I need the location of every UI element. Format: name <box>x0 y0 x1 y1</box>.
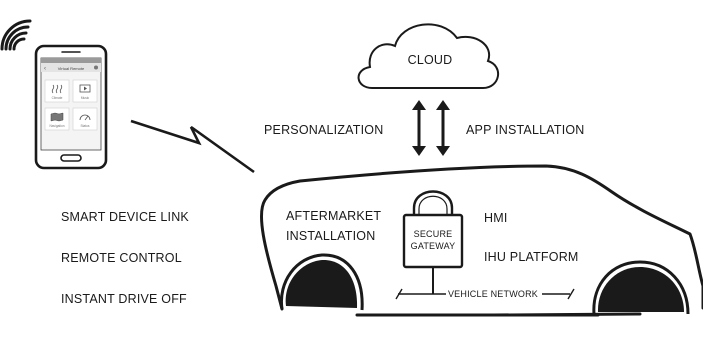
aftermarket-label-line1: AFTERMARKET <box>286 209 381 223</box>
front-wheel <box>279 253 364 311</box>
network-tick-right <box>567 288 575 300</box>
feature-list: SMART DEVICE LINK REMOTE CONTROL INSTANT… <box>61 210 189 306</box>
app-installation-arrow <box>436 100 450 156</box>
secure-gateway: SECURE GATEWAY <box>402 190 464 294</box>
ihu-platform-label: IHU PLATFORM <box>484 250 579 264</box>
smartphone: ‹ Virtual Remote Climate <box>0 19 108 170</box>
phone-tile-label: Climate <box>52 96 63 100</box>
feature-instant-drive-off: INSTANT DRIVE OFF <box>61 292 187 306</box>
phone-screen-title: Virtual Remote <box>58 66 85 71</box>
phone-tile-label: Music <box>81 96 90 100</box>
phone-tile-label: Navigation <box>49 124 64 128</box>
rear-wheel <box>592 260 690 315</box>
lock-shackle <box>412 190 454 215</box>
phone-app-header <box>41 63 101 72</box>
front-wheel-arch-fill <box>285 259 358 308</box>
lock-shackle-inner <box>418 195 448 215</box>
cloud-shape <box>357 23 499 89</box>
personalization-label: PERSONALIZATION <box>264 123 383 137</box>
feature-remote-control: REMOTE CONTROL <box>61 251 182 265</box>
app-installation-label: APP INSTALLATION <box>466 123 585 137</box>
phone-tile-music: Music <box>72 79 98 103</box>
phone-tiles: Climate Music Navigat <box>44 79 98 131</box>
feature-smart-device-link: SMART DEVICE LINK <box>61 210 189 224</box>
secure-gateway-line1: SECURE <box>414 229 453 239</box>
cloud: CLOUD <box>357 23 499 89</box>
phone-tile-climate: Climate <box>44 79 70 103</box>
network-tick-left <box>395 288 403 300</box>
phone-screen <box>40 57 102 151</box>
phone-tile-status: Status <box>72 107 98 131</box>
phone-tile-navigation: Navigation <box>44 107 70 131</box>
wifi-signal-icon <box>0 19 32 51</box>
rear-wheel-fill <box>597 267 684 312</box>
vehicle-network-label: VEHICLE NETWORK <box>448 289 538 299</box>
wireless-link-bolt <box>130 119 255 174</box>
gauge-icon <box>79 114 91 121</box>
cloud-arrows <box>412 100 450 156</box>
phone-avatar-icon <box>94 65 98 70</box>
vehicle-network-label-bg <box>446 288 542 300</box>
play-icon <box>79 84 91 93</box>
aftermarket-label-line2: INSTALLATION <box>286 229 375 243</box>
phone-status-bar <box>41 58 101 63</box>
ground-mask <box>270 316 703 347</box>
heat-icon <box>51 84 63 94</box>
phone-back-icon: ‹ <box>44 66 46 72</box>
cloud-label: CLOUD <box>408 53 453 67</box>
hmi-label: HMI <box>484 211 508 225</box>
personalization-arrow <box>412 100 426 156</box>
map-icon <box>50 112 64 122</box>
phone-tile-label: Status <box>80 124 89 128</box>
car <box>260 164 703 347</box>
phone-home-button <box>60 154 82 162</box>
secure-gateway-line2: GATEWAY <box>411 241 456 251</box>
